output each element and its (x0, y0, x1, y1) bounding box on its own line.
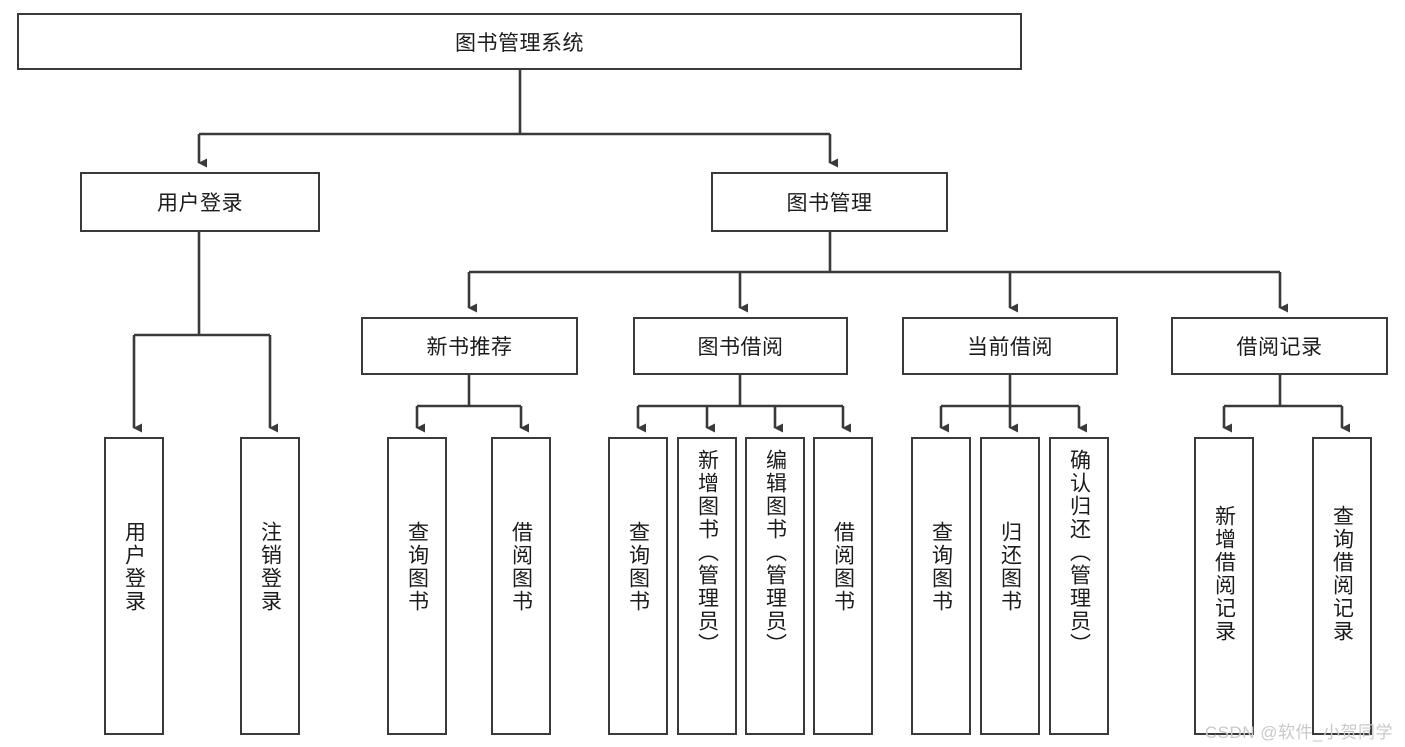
node-label: 图书借阅 (697, 336, 784, 359)
node-label: 编辑图书（管理员） (763, 449, 787, 656)
leaf-add-book-admin[interactable]: 新增图书（管理员） (677, 437, 737, 735)
node-new-book-recommendation[interactable]: 新书推荐 (361, 317, 578, 375)
node-book-borrowing[interactable]: 图书借阅 (633, 317, 848, 375)
node-label: 新增图书（管理员） (695, 449, 719, 656)
node-label: 图书管理系统 (455, 31, 584, 55)
node-label: 当前借阅 (967, 336, 1053, 359)
node-label: 用户登录 (157, 192, 243, 215)
node-label: 借阅图书 (509, 521, 533, 613)
csdn-watermark: CSDN @软件_小贺同学 (1204, 723, 1393, 742)
leaf-query-books-recommendation[interactable]: 查询图书 (387, 437, 447, 735)
node-current-borrowing[interactable]: 当前借阅 (902, 317, 1118, 375)
node-label: 查询图书 (626, 521, 650, 613)
leaf-logout[interactable]: 注销登录 (240, 437, 300, 735)
leaf-add-borrowing-record[interactable]: 新增借阅记录 (1194, 437, 1254, 735)
node-label: 图书管理 (786, 192, 873, 215)
node-root-library-management-system[interactable]: 图书管理系统 (17, 13, 1022, 70)
node-label: 归还图书 (998, 521, 1022, 613)
node-label: 新书推荐 (426, 336, 513, 359)
node-borrowing-records[interactable]: 借阅记录 (1171, 317, 1388, 375)
leaf-edit-book-admin[interactable]: 编辑图书（管理员） (745, 437, 805, 735)
leaf-borrow-books[interactable]: 借阅图书 (813, 437, 873, 735)
node-user-login[interactable]: 用户登录 (80, 172, 320, 232)
node-label: 用户登录 (122, 521, 146, 613)
node-label: 确认归还（管理员） (1067, 449, 1091, 656)
leaf-borrow-books-recommendation[interactable]: 借阅图书 (491, 437, 551, 735)
node-label: 查询图书 (405, 521, 429, 613)
node-label: 查询图书 (929, 521, 953, 613)
node-label: 注销登录 (258, 521, 282, 613)
leaf-query-borrowing-record[interactable]: 查询借阅记录 (1312, 437, 1372, 735)
leaf-user-login[interactable]: 用户登录 (104, 437, 164, 735)
node-label: 查询借阅记录 (1330, 505, 1354, 643)
node-book-management[interactable]: 图书管理 (711, 172, 948, 232)
node-label: 新增借阅记录 (1212, 505, 1236, 643)
leaf-query-books-current[interactable]: 查询图书 (911, 437, 971, 735)
leaf-return-books[interactable]: 归还图书 (980, 437, 1040, 735)
node-label: 借阅图书 (831, 521, 855, 613)
leaf-confirm-return-admin[interactable]: 确认归还（管理员） (1049, 437, 1109, 735)
node-label: 借阅记录 (1236, 336, 1323, 359)
leaf-query-books-borrowing[interactable]: 查询图书 (608, 437, 668, 735)
